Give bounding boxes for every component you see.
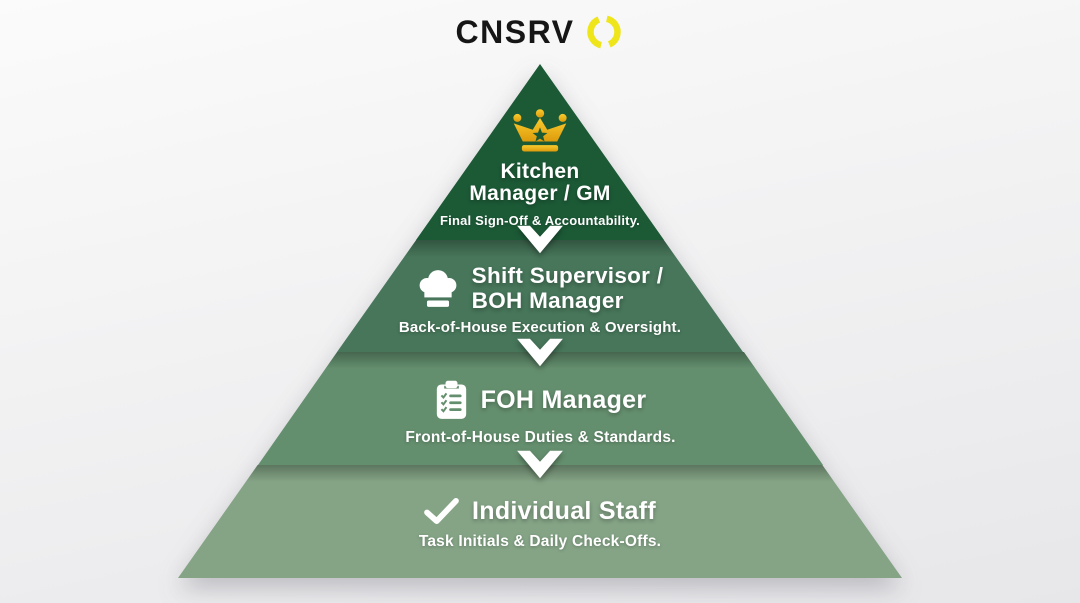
tier-title-line: BOH Manager bbox=[471, 287, 624, 313]
tier-title: Shift Supervisor / BOH Manager bbox=[471, 263, 664, 314]
clipboard-icon bbox=[436, 380, 466, 419]
tier-heading: FOH Manager bbox=[435, 380, 647, 421]
tier-subtitle: Front-of-House Duties & Standards. bbox=[405, 429, 676, 446]
checkmark-icon bbox=[424, 498, 459, 525]
brand-wordmark: CNSRV bbox=[455, 13, 575, 50]
tier-kitchen-manager: Kitchen Manager / GM Final Sign-Off & Ac… bbox=[416, 64, 664, 240]
tier-title-line: Kitchen bbox=[500, 159, 580, 183]
chevron-down-icon bbox=[517, 225, 563, 254]
crown-icon bbox=[513, 108, 567, 152]
tier-individual-staff: Individual Staff Task Initials & Daily C… bbox=[178, 465, 902, 578]
tier-heading: Individual Staff bbox=[424, 497, 656, 526]
chevron-down-icon bbox=[517, 450, 563, 479]
tier-subtitle: Back-of-House Execution & Oversight. bbox=[398, 318, 682, 336]
tier-subtitle: Task Initials & Daily Check-Offs. bbox=[418, 533, 662, 550]
tier-subtitle: Final Sign-Off & Accountability. bbox=[440, 213, 640, 228]
broken-circle-icon bbox=[587, 15, 622, 49]
brand-header: CNSRV bbox=[0, 12, 1080, 52]
tier-title-line: Shift Supervisor / bbox=[471, 263, 664, 288]
tier-title: FOH Manager bbox=[480, 386, 647, 414]
tier-title-line: Manager / GM bbox=[469, 182, 611, 206]
tier-title: Individual Staff bbox=[472, 497, 656, 525]
chevron-down-icon bbox=[517, 338, 563, 367]
chef-hat-icon bbox=[419, 269, 457, 307]
tier-heading: Shift Supervisor / BOH Manager bbox=[417, 263, 664, 314]
